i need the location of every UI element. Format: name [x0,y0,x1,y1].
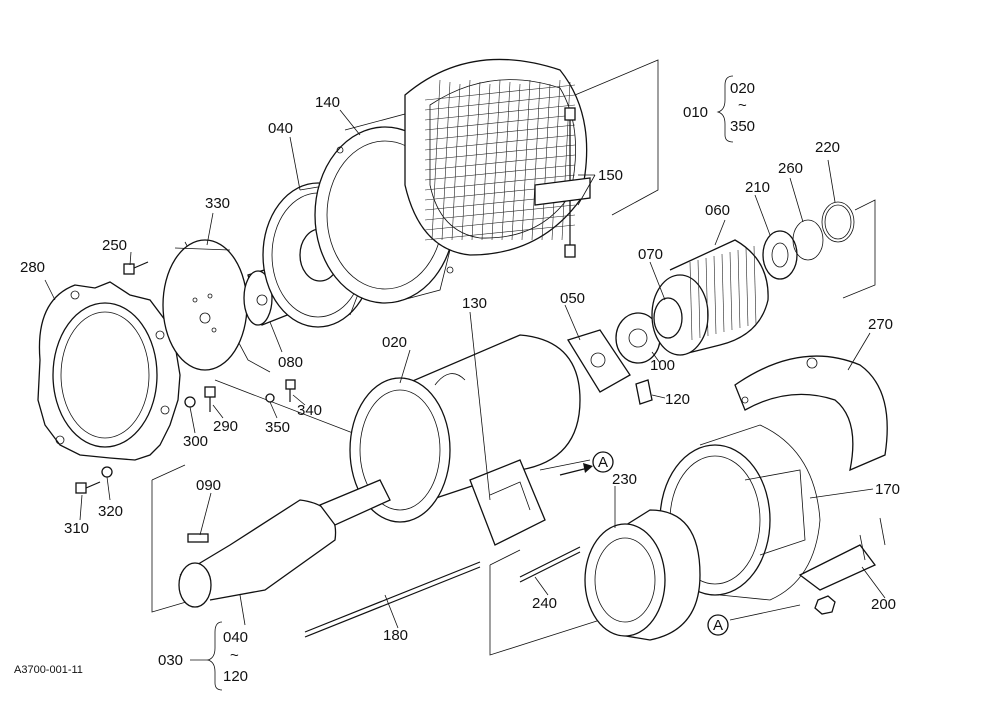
label-070: 070 [638,246,663,263]
ring-220 [821,201,855,243]
label-260: 260 [778,160,803,177]
svg-text:A: A [598,454,608,471]
clip-120 [635,379,653,405]
label-090: 090 [196,477,221,494]
fastener-250 [123,261,149,275]
stator-core-230 [584,509,701,641]
marker-a2: A [707,614,729,636]
fastener-320 [101,466,113,478]
label-050: 050 [560,290,585,307]
label-tilde-top: ~ [738,97,747,114]
label-150: 150 [598,167,623,184]
fastener-310 [75,481,101,494]
label-270: 270 [868,316,893,333]
label-250: 250 [102,237,127,254]
label-120: 120 [665,391,690,408]
stator-housing-020 [349,334,581,546]
bracket-010 [716,75,734,143]
label-120-bottom: 120 [223,668,248,685]
bolt-240 [519,546,581,583]
exciter-rotor-060 [651,239,769,356]
rotor-030 [178,479,391,608]
label-060: 060 [705,202,730,219]
label-100: 100 [650,357,675,374]
fastener-300 [184,396,196,408]
label-130: 130 [462,295,487,312]
leader-lines [44,109,886,629]
marker-a1: A [592,451,614,473]
label-310: 310 [64,520,89,537]
plate-050 [567,329,631,393]
end-cover-280 [37,281,181,461]
bracket-030 [190,621,223,691]
drawing-code: A3700-001-11 [14,664,83,676]
label-tilde-bottom: ~ [230,647,239,664]
label-170: 170 [875,481,900,498]
clamp-bolt-150 [534,107,591,258]
label-320: 320 [98,503,123,520]
mesh-guard [404,58,588,256]
label-040: 040 [268,120,293,137]
label-200: 200 [871,596,896,613]
label-140: 140 [315,94,340,111]
label-020: 020 [382,334,407,351]
fastener-350 [265,393,275,403]
label-230: 230 [612,471,637,488]
label-300: 300 [183,433,208,450]
fastener-340 [285,379,296,402]
fastener-290 [204,386,216,412]
label-350-top: 350 [730,118,755,135]
label-350: 350 [265,419,290,436]
bearing-210 [762,230,798,280]
label-010: 010 [683,104,708,121]
label-020-top: 020 [730,80,755,97]
ring-260 [792,219,824,261]
label-280: 280 [20,259,45,276]
label-040-bottom: 040 [223,629,248,646]
label-340: 340 [297,402,322,419]
part-labels: 010 020 ~ 350 140 040 330 250 280 150 22… [14,80,900,685]
terminal-200 [798,517,886,591]
rod-180 [304,561,481,638]
label-180: 180 [383,627,408,644]
label-330: 330 [205,195,230,212]
label-080: 080 [278,354,303,371]
label-220: 220 [815,139,840,156]
nut [814,595,836,615]
label-240: 240 [532,595,557,612]
label-030: 030 [158,652,183,669]
direction-arrow [559,463,593,476]
label-210: 210 [745,179,770,196]
label-290: 290 [213,418,238,435]
top-cover-270 [734,355,888,472]
svg-text:A: A [713,617,723,634]
gasket-plate-330 [162,239,248,371]
